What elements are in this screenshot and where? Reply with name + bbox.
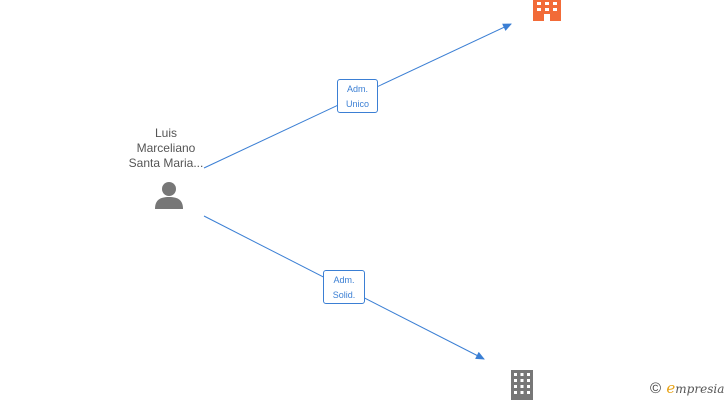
brand-logo: © empresia bbox=[650, 379, 724, 397]
relation-label-adm-unico[interactable]: Adm. Unico bbox=[337, 79, 378, 113]
person-icon[interactable] bbox=[154, 180, 184, 210]
relation-label-line-2: Solid. bbox=[332, 290, 356, 300]
logo-text: mpresia bbox=[675, 382, 725, 396]
relation-label-adm-solid[interactable]: Adm. Solid. bbox=[323, 270, 365, 304]
relation-label-line-1: Adm. bbox=[333, 275, 355, 285]
person-name-line-1: Luis bbox=[154, 126, 177, 140]
person-name-line-3: Santa Maria... bbox=[128, 156, 204, 170]
person-name[interactable]: Luis Marceliano Santa Maria... bbox=[116, 126, 216, 171]
relation-label-line-1: Adm. bbox=[346, 84, 368, 94]
relation-label-line-2: Unico bbox=[345, 99, 369, 109]
logo-initial: e bbox=[666, 379, 676, 397]
building-icon[interactable] bbox=[531, 0, 563, 22]
copyright-symbol: © bbox=[650, 380, 662, 397]
person-name-line-2: Marceliano bbox=[136, 141, 196, 155]
building-icon[interactable] bbox=[509, 369, 535, 400]
